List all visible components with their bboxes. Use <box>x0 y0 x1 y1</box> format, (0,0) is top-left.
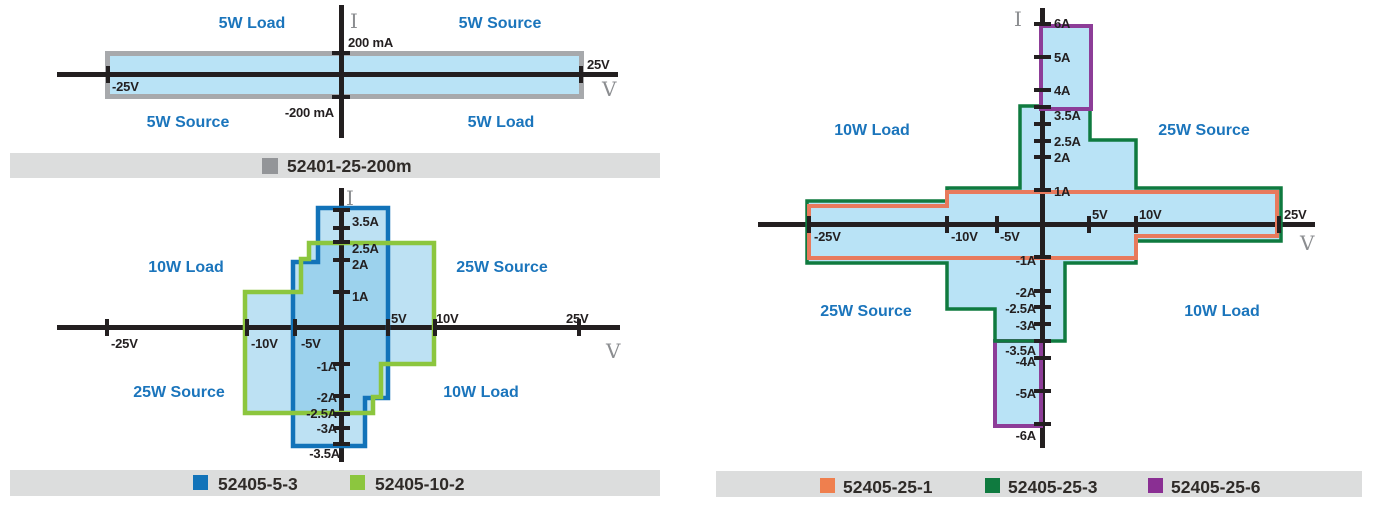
region-52405-25-3-outline <box>805 104 1283 343</box>
region-52405-10-2-outline <box>242 240 437 416</box>
chart3-envelopes: 10W Load 25W Source 25W Source 10W Load … <box>758 7 1315 448</box>
chart3-quadrant-bottom-left: 25W Source <box>820 303 912 320</box>
chart3-label-3p5a: 3.5A <box>1054 108 1081 123</box>
chart2-label-neg1a: -1A <box>317 359 338 374</box>
chart2-ticks <box>105 208 581 446</box>
chart3-label-5a: 5A <box>1054 50 1071 65</box>
chart2-quadrant-bottom-right: 10W Load <box>443 384 519 401</box>
chart3-quadrant-bottom-right: 10W Load <box>1184 303 1260 320</box>
chart3-label-10v: 10V <box>1139 207 1162 222</box>
chart3-y-axis-letter: I <box>1014 7 1022 31</box>
region-52405-5-3-outline <box>290 205 391 449</box>
chart1-quadrant-top-right: 5W Source <box>459 15 542 32</box>
chart2-label-neg10v: -10V <box>251 336 278 351</box>
region-52405-25-1-outline <box>807 190 1279 260</box>
legend3-label-orange: 52405-25-1 <box>843 477 933 497</box>
chart3-quadrant-top-right: 25W Source <box>1158 122 1250 139</box>
chart3-label-neg10v: -10V <box>951 229 978 244</box>
chart3-label-neg6a: -6A <box>1016 428 1037 443</box>
chart2-label-neg2a: -2A <box>317 390 338 405</box>
chart1-x-axis-letter: V <box>601 77 617 101</box>
chart2-quadrant-top-right: 25W Source <box>456 259 548 276</box>
chart1-tick-neg200ma: -200 mA <box>285 105 335 120</box>
legend3-label-dark-green: 52405-25-3 <box>1008 477 1098 497</box>
chart3-label-neg3a: -3A <box>1016 318 1037 333</box>
chart3-label-neg4a: -4A <box>1016 354 1037 369</box>
chart2-label-2p5a: 2.5A <box>352 241 379 256</box>
chart2-label-10v: 10V <box>436 311 459 326</box>
chart2-label-neg5v: -5V <box>301 336 321 351</box>
chart2-y-axis-letter: I <box>346 186 354 210</box>
chart2-quadrant-top-left: 10W Load <box>148 259 224 276</box>
chart2-label-25v: 25V <box>566 311 589 326</box>
legend3-swatch-purple <box>1148 478 1163 493</box>
chart3-label-neg1a: -1A <box>1016 253 1037 268</box>
region-52405-25-6-bottom-fill <box>995 341 1041 426</box>
chart2-x-tick-labels: -25V -10V -5V 5V 10V 25V <box>111 311 589 351</box>
chart3-x-tick-labels: -25V -10V -5V 5V 10V 25V <box>814 207 1307 244</box>
chart2-label-5v: 5V <box>391 311 407 326</box>
chart3-label-neg25v: -25V <box>814 229 841 244</box>
chart2-legend: 52405-5-3 52405-10-2 <box>10 470 660 496</box>
chart2-y-tick-labels: 3.5A 2.5A 2A 1A -1A -2A -2.5A -3A -3.5A <box>306 214 379 461</box>
chart1-ticks <box>106 51 583 99</box>
chart3-label-5v: 5V <box>1092 207 1108 222</box>
legend3-swatch-dark-green <box>985 478 1000 493</box>
chart3-legend: 52405-25-1 52405-25-3 52405-25-6 <box>716 471 1362 497</box>
chart3-label-neg5a: -5A <box>1016 386 1037 401</box>
legend2-label-blue: 52405-5-3 <box>218 474 298 494</box>
chart2-label-1a: 1A <box>352 289 369 304</box>
legend2-label-green: 52405-10-2 <box>375 474 465 494</box>
legend1-swatch-gray <box>262 158 278 174</box>
chart2-label-neg25v: -25V <box>111 336 138 351</box>
chart3-label-neg5v: -5V <box>1000 229 1020 244</box>
chart3-x-axis-letter: V <box>1299 231 1315 255</box>
legend3-label-purple: 52405-25-6 <box>1171 477 1261 497</box>
chart3-label-neg3p5a: -3.5A <box>1005 343 1037 358</box>
chart1-quadrant-bottom-left: 5W Source <box>147 114 230 131</box>
chart2-quadrant-bottom-left: 25W Source <box>133 384 225 401</box>
chart1-quadrant-top-left: 5W Load <box>219 15 286 32</box>
legend1-band <box>10 153 660 178</box>
chart3-label-neg2p5a: -2.5A <box>1005 301 1037 316</box>
legend2-swatch-blue <box>193 475 208 490</box>
legend2-band <box>10 470 660 496</box>
chart2-x-axis-letter: V <box>605 339 621 363</box>
chart1-quadrant-bottom-right: 5W Load <box>468 114 535 131</box>
legend3-swatch-orange <box>820 478 835 493</box>
chart2-label-neg3p5a: -3.5A <box>309 446 341 461</box>
chart3-label-2p5a: 2.5A <box>1054 134 1081 149</box>
chart2-label-neg3a: -3A <box>317 421 338 436</box>
chart1-tick-neg25v: -25V <box>112 79 139 94</box>
chart2-label-neg2p5a: -2.5A <box>306 406 338 421</box>
chart1-5w-envelope: 5W Load 5W Source 5W Source 5W Load 200 … <box>57 5 618 138</box>
chart2-envelopes: 10W Load 25W Source 25W Source 10W Load … <box>57 186 621 462</box>
chart1-legend: 52401-25-200m <box>10 153 660 178</box>
legend1-label: 52401-25-200m <box>287 156 412 176</box>
chart3-label-25v: 25V <box>1284 207 1307 222</box>
chart3-label-4a: 4A <box>1054 83 1071 98</box>
chart3-y-tick-labels: 6A 5A 4A 3.5A 2.5A 2A 1A -1A -2A -2.5A -… <box>1005 16 1081 443</box>
chart1-tick-200ma: 200 mA <box>348 35 394 50</box>
region-52405-25-6-top-outline <box>1039 24 1093 111</box>
chart2-label-2a: 2A <box>352 257 369 272</box>
legend2-swatch-green <box>350 475 365 490</box>
chart3-ticks <box>807 22 1281 426</box>
chart3-label-2a: 2A <box>1054 150 1071 165</box>
chart2-label-3p5a: 3.5A <box>352 214 379 229</box>
chart3-label-6a: 6A <box>1054 16 1071 31</box>
chart3-label-1a: 1A <box>1054 184 1071 199</box>
chart3-label-neg2a: -2A <box>1016 285 1037 300</box>
chart1-tick-25v: 25V <box>587 57 610 72</box>
chart1-y-axis-letter: I <box>350 9 358 33</box>
chart3-quadrant-top-left: 10W Load <box>834 122 910 139</box>
